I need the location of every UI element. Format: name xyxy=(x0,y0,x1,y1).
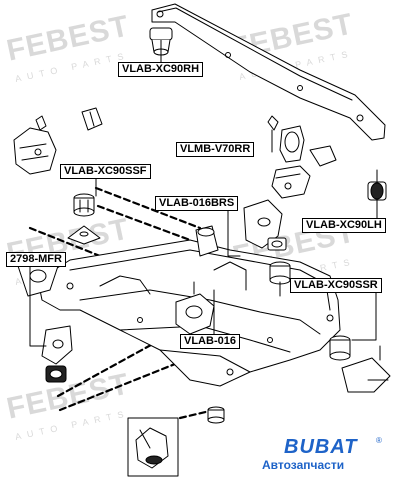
upper-crossmember xyxy=(151,3,386,141)
inset-detail xyxy=(127,417,179,477)
mount-xc90rh xyxy=(149,27,173,59)
bushing-xc90ssf xyxy=(67,193,101,245)
engine-bracket-left xyxy=(13,107,103,175)
label-vlab016: VLAB-016 xyxy=(180,334,240,349)
label-xc90lh: VLAB-XC90LH xyxy=(302,218,386,233)
lower-bushing xyxy=(207,406,225,424)
label-xc90rh: VLAB-XC90RH xyxy=(118,62,204,77)
mount-2798mfr xyxy=(41,325,73,383)
label-016brs: VLAB-016BRS xyxy=(155,196,239,211)
bubat-logo-text: BUBAT xyxy=(284,436,358,458)
bubat-logo: BUBAT ® Автозапчасти xyxy=(262,436,398,476)
bubat-subtitle: Автозапчасти xyxy=(262,458,345,472)
bracket-016brs xyxy=(243,199,287,251)
mount-xc90lh xyxy=(367,169,387,201)
label-xc90ssf: VLAB-XC90SSF xyxy=(60,164,151,179)
bushing-xc90ssr xyxy=(269,261,391,393)
label-2798mfr: 2798-MFR xyxy=(6,252,66,267)
mount-v70rr xyxy=(267,115,337,199)
center-tower xyxy=(195,225,219,257)
label-v70rr: VLMB-V70RR xyxy=(176,142,255,157)
leader-lines xyxy=(29,133,378,347)
label-xc90ssr: VLAB-XC90SSR xyxy=(290,278,382,293)
dashed-leaders xyxy=(28,186,216,420)
registered-mark: ® xyxy=(376,436,382,445)
mount-vlab016 xyxy=(175,281,215,335)
